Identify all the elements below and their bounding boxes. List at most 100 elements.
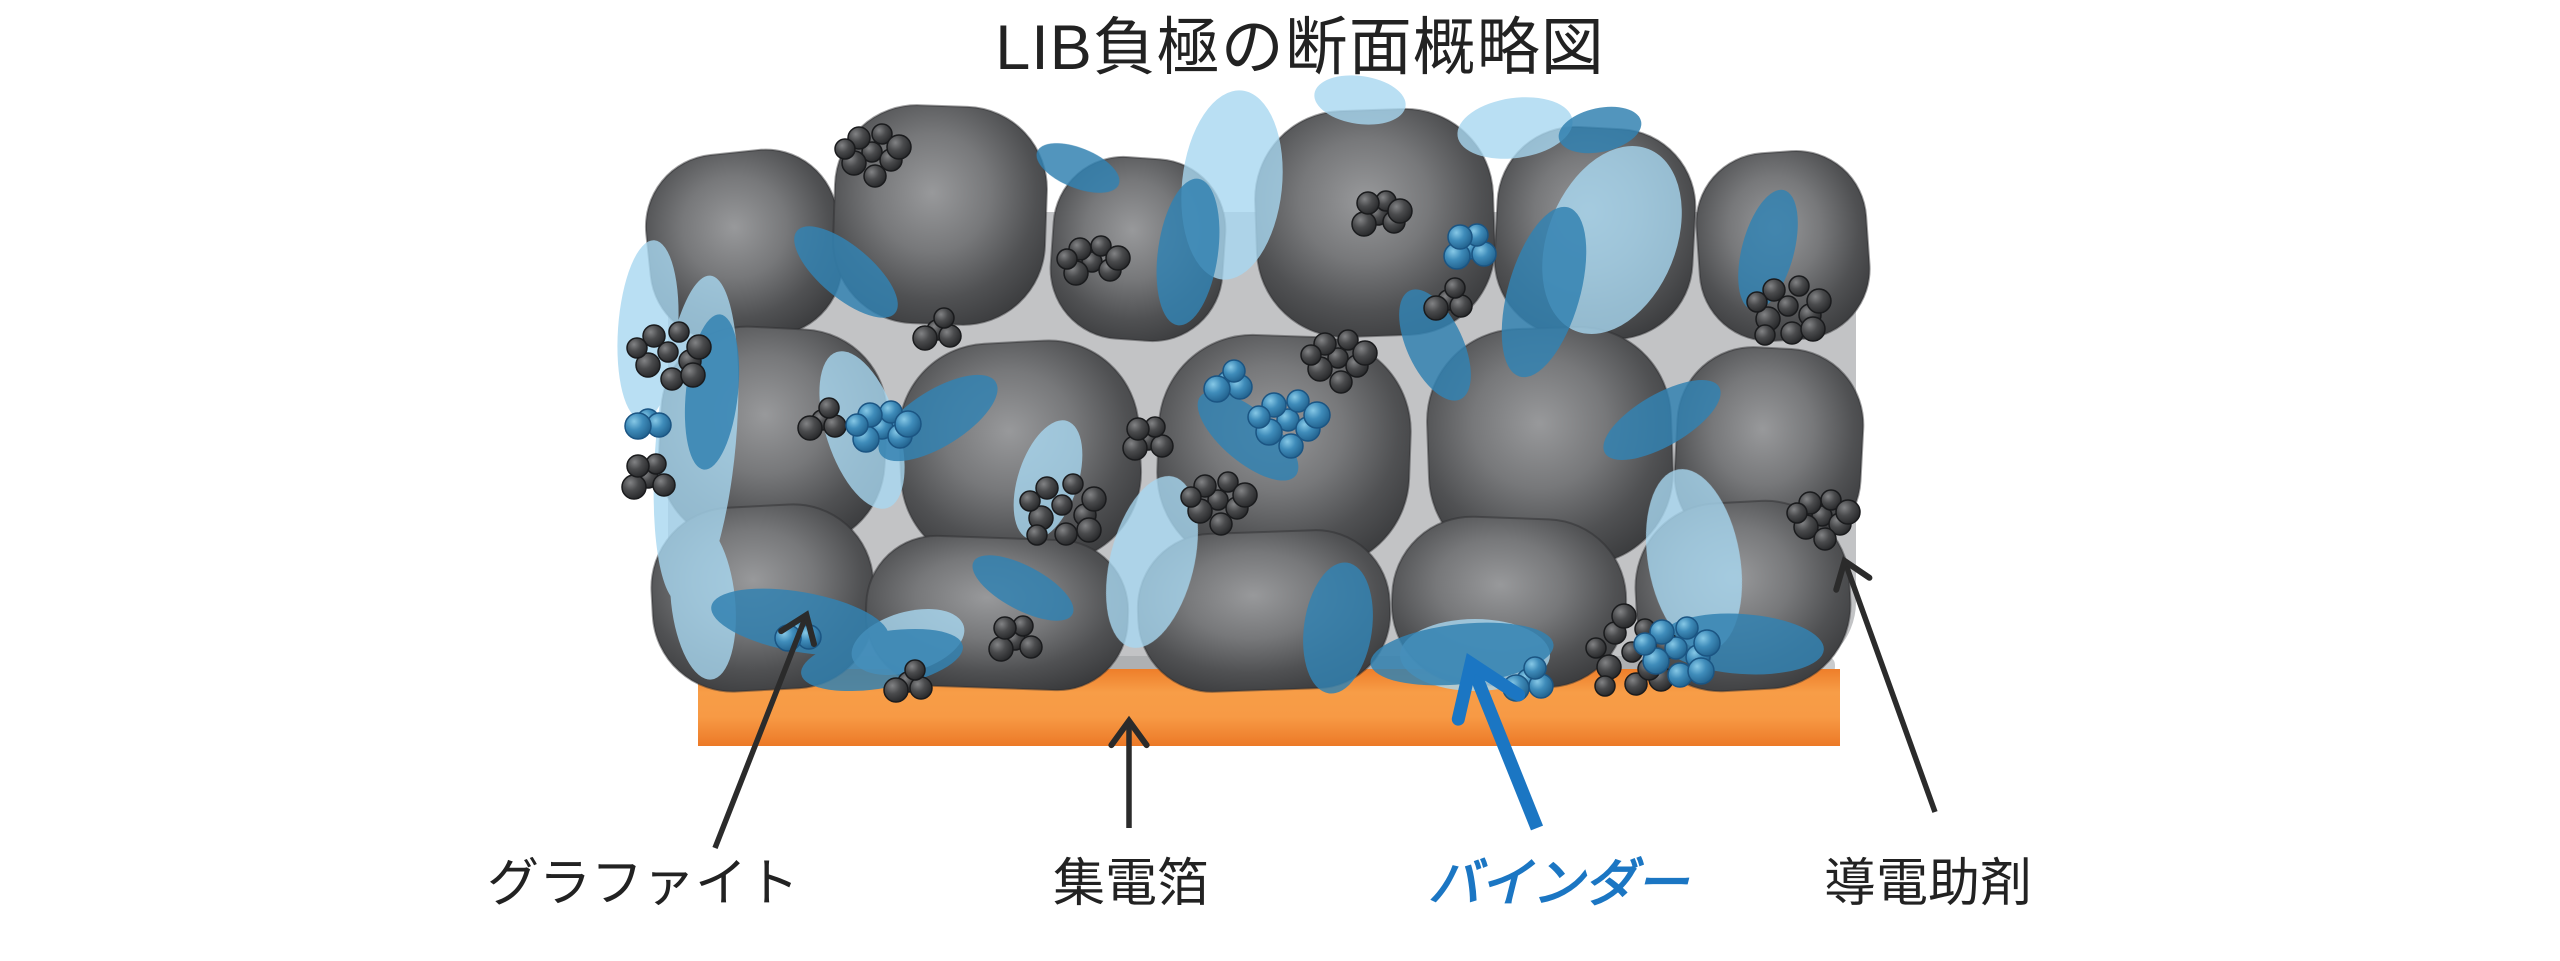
conductive-additive-particle (660, 367, 684, 391)
conductive-additive-particle (1105, 245, 1131, 271)
conductive-additive-particle (904, 659, 926, 681)
binder-blob (1501, 206, 1587, 378)
conductive-additive-particle (1232, 482, 1258, 508)
conductive-additive-particle (797, 415, 823, 441)
conductive-additive-particle (1062, 473, 1084, 495)
conductive-additive-particle (1806, 288, 1832, 314)
binder-particle (845, 413, 869, 437)
conductive-additive-particle (1351, 211, 1377, 237)
binder-particle (1286, 389, 1310, 413)
binder-particle (1633, 632, 1657, 656)
binder-particle (1664, 636, 1688, 660)
conductive-additive-particle (886, 134, 912, 160)
conductive-additive-particle (1081, 486, 1107, 512)
binder-particle (1675, 616, 1699, 640)
binder-blob (670, 520, 736, 680)
binder-particle (1247, 405, 1271, 429)
binder-particle (1303, 401, 1331, 429)
binder-particle (624, 412, 652, 440)
conductive-additive-particle (1054, 522, 1078, 546)
binder-blob (1036, 143, 1120, 193)
conductive-additive-particle (1746, 291, 1768, 313)
binder-blob (1399, 289, 1471, 401)
conductive-additive-particle (1387, 198, 1413, 224)
label-graphite: グラファイト (486, 855, 800, 913)
conductive-additive-particle (1056, 248, 1078, 270)
conductive-additive-particle (1835, 499, 1861, 525)
conductive-additive-particle (1329, 370, 1353, 394)
binder-particle (1649, 619, 1675, 645)
conductive-additive-particle (1019, 490, 1041, 512)
conductive-additive-particle (1327, 347, 1349, 369)
conductive-additive-particle (621, 474, 647, 500)
conductive-additive-particle (861, 141, 883, 163)
binder-particle (1523, 656, 1547, 680)
conductive-additive-particle (626, 454, 650, 478)
conductive-additive-particle (1019, 635, 1043, 659)
conductive-additive-particle (1788, 275, 1810, 297)
binder-blob (1314, 75, 1406, 125)
conductive-additive-particle (871, 123, 893, 145)
conductive-additive-particle (1180, 486, 1202, 508)
conductive-additive-particle (1150, 434, 1174, 458)
conductive-additive-particle (1786, 502, 1808, 524)
binder-particle (1447, 224, 1473, 250)
binder-particle (1222, 359, 1246, 383)
conductive-additive-particle (642, 324, 666, 348)
binder-arrow (1451, 653, 1544, 831)
conductive-additive-particle (1800, 316, 1826, 342)
graphite-arrow (712, 610, 817, 850)
conductive-additive-particle (1423, 295, 1449, 321)
conductive-additive-particle (686, 334, 712, 360)
conductive-additive-particle (1207, 489, 1229, 511)
binder-blob (794, 226, 898, 318)
conductive-additive-particle (657, 341, 679, 363)
binder-blob (1156, 178, 1220, 326)
conductive-additive-particle (1611, 603, 1637, 629)
conductive-additive-arrow (1833, 556, 1938, 813)
conductive-additive-particle (993, 616, 1017, 640)
conductive-additive-particle (1444, 277, 1466, 299)
conductive-additive-particle (1596, 654, 1622, 680)
conductive-additive-particle (1594, 675, 1616, 697)
conductive-additive-particle (1126, 417, 1150, 441)
label-conductive-additive: 導電助剤 (1823, 855, 2033, 913)
binder-particle (1693, 629, 1721, 657)
binder-particle (1278, 433, 1304, 459)
conductive-additive-particle (1035, 476, 1059, 500)
conductive-additive-particle (1051, 494, 1073, 516)
conductive-additive-particle (1356, 191, 1380, 215)
conductive-additive-particle (1624, 672, 1648, 696)
binder-particle (1502, 674, 1530, 702)
conductive-additive-particle (818, 397, 840, 419)
label-binder: バインダー (1427, 855, 1689, 913)
conductive-additive-particle (626, 337, 648, 359)
conductive-additive-particle (668, 321, 690, 343)
conductive-additive-particle (1762, 278, 1786, 302)
label-current-collector: 集電箔 (1052, 855, 1210, 913)
binder-blob (1558, 106, 1642, 154)
conductive-additive-particle (1585, 637, 1607, 659)
conductive-additive-clusters (621, 123, 1861, 703)
binder-blob (1457, 97, 1573, 159)
binder-particle (1687, 657, 1715, 685)
binder-blob (1738, 189, 1798, 311)
conductive-additive-particle (680, 362, 706, 388)
conductive-additive-particle (652, 473, 676, 497)
conductive-additive-particle (1300, 344, 1322, 366)
binder-particle (894, 410, 922, 438)
conductive-additive-particle (1754, 324, 1776, 346)
binder-particle (1203, 375, 1231, 403)
conductive-additive-particle (1209, 512, 1233, 536)
conductive-additive-particle (883, 677, 909, 703)
conductive-additive-particle (1076, 517, 1102, 543)
binder-blob (972, 555, 1074, 621)
figure-title: LIB負極の断面概略図 (995, 13, 1605, 83)
conductive-additive-particle (912, 325, 938, 351)
conductive-additive-particle (635, 352, 661, 378)
conductive-additive-particle (1777, 295, 1799, 317)
conductive-additive-particle (1780, 321, 1804, 345)
callout-arrows (712, 556, 1938, 850)
